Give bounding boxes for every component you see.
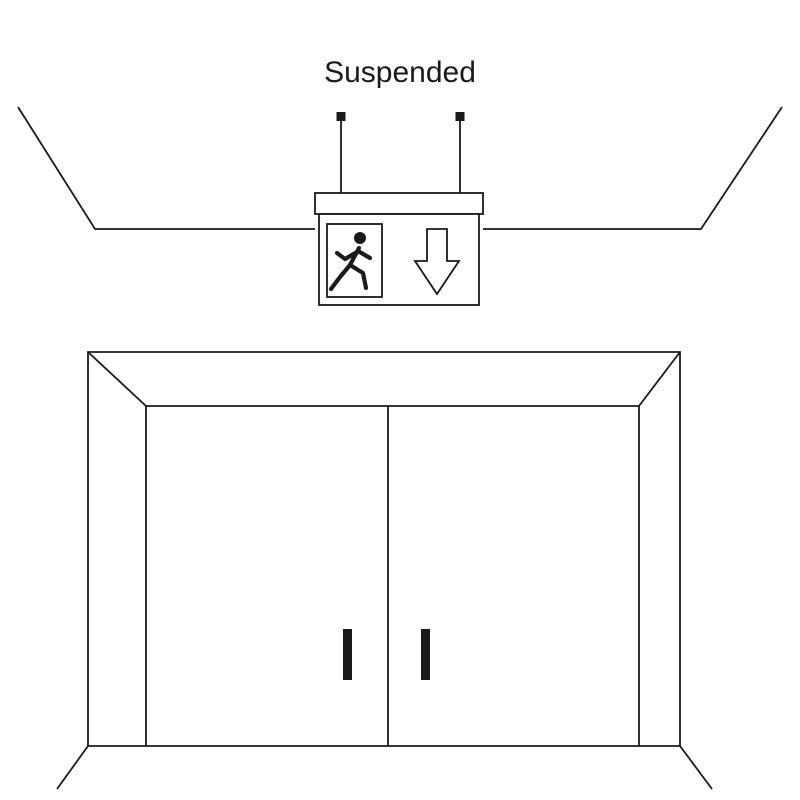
exit-sign-mounting-bar [314, 192, 484, 215]
down-arrow-shape [413, 228, 461, 296]
ceiling-line-left [17, 106, 315, 230]
running-man-front-leg [347, 262, 369, 291]
ceiling-line-right [483, 106, 783, 230]
door-handle-left [343, 629, 352, 680]
running-man-icon [326, 223, 383, 298]
suspension-rods [336, 112, 465, 194]
door-frame-inner [145, 405, 640, 746]
down-arrow-icon [413, 228, 461, 296]
door-handle-right [421, 629, 430, 680]
ceiling-anchor-right [455, 112, 465, 121]
ceiling-lines [17, 106, 783, 230]
exit-sign [314, 192, 484, 306]
ceiling-anchor-left [336, 112, 346, 121]
door-frame-miter-right [638, 351, 681, 407]
running-man-back-leg [328, 262, 353, 292]
door-frame-miter-left [87, 351, 147, 407]
door-frame-outer [87, 351, 681, 746]
running-man-back-arm [334, 249, 360, 262]
diagram-title: Suspended [324, 56, 476, 89]
running-man-head [354, 232, 366, 244]
floor-perspective-left [56, 745, 89, 790]
doorway-frame [326, 223, 383, 298]
floor-perspective-right [679, 745, 713, 790]
running-man-front-arm [355, 248, 373, 261]
double-door [56, 351, 713, 790]
